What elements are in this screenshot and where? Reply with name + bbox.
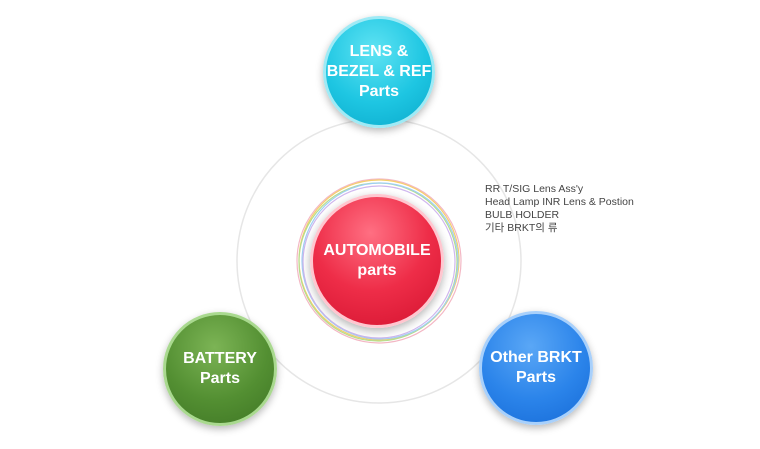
other-brkt-parts-node: Other BRKT Parts <box>479 311 593 425</box>
lens-node-line2: BEZEL & REF <box>326 63 432 80</box>
lens-node-line3: Parts <box>358 83 399 100</box>
automobile-node-line1: AUTOMOBILE <box>323 242 431 259</box>
lens-node-line1: LENS & <box>349 43 409 60</box>
list-item: Head Lamp INR Lens & Postion <box>485 196 634 208</box>
list-item: RR T/SIG Lens Ass'y <box>485 183 584 195</box>
automobile-parts-node: AUTOMOBILE parts <box>310 194 444 328</box>
lens-parts-list: RR T/SIG Lens Ass'y Head Lamp INR Lens &… <box>485 183 634 235</box>
lens-bezel-ref-node: LENS & BEZEL & REF Parts <box>323 16 435 128</box>
automobile-node-line2: parts <box>357 262 397 279</box>
list-item: BULB HOLDER <box>485 209 560 221</box>
center-ring-5 <box>302 185 456 339</box>
battery-node-line1: BATTERY <box>183 350 257 367</box>
battery-parts-node: BATTERY Parts <box>163 312 277 426</box>
battery-node-line2: Parts <box>199 370 241 387</box>
other-node-line2: Parts <box>515 369 557 386</box>
other-node-line1: Other BRKT <box>490 349 582 366</box>
list-item: 기타 BRKT의 류 <box>485 222 558 234</box>
center-ring-1 <box>296 178 462 344</box>
center-ring-4 <box>301 182 459 340</box>
